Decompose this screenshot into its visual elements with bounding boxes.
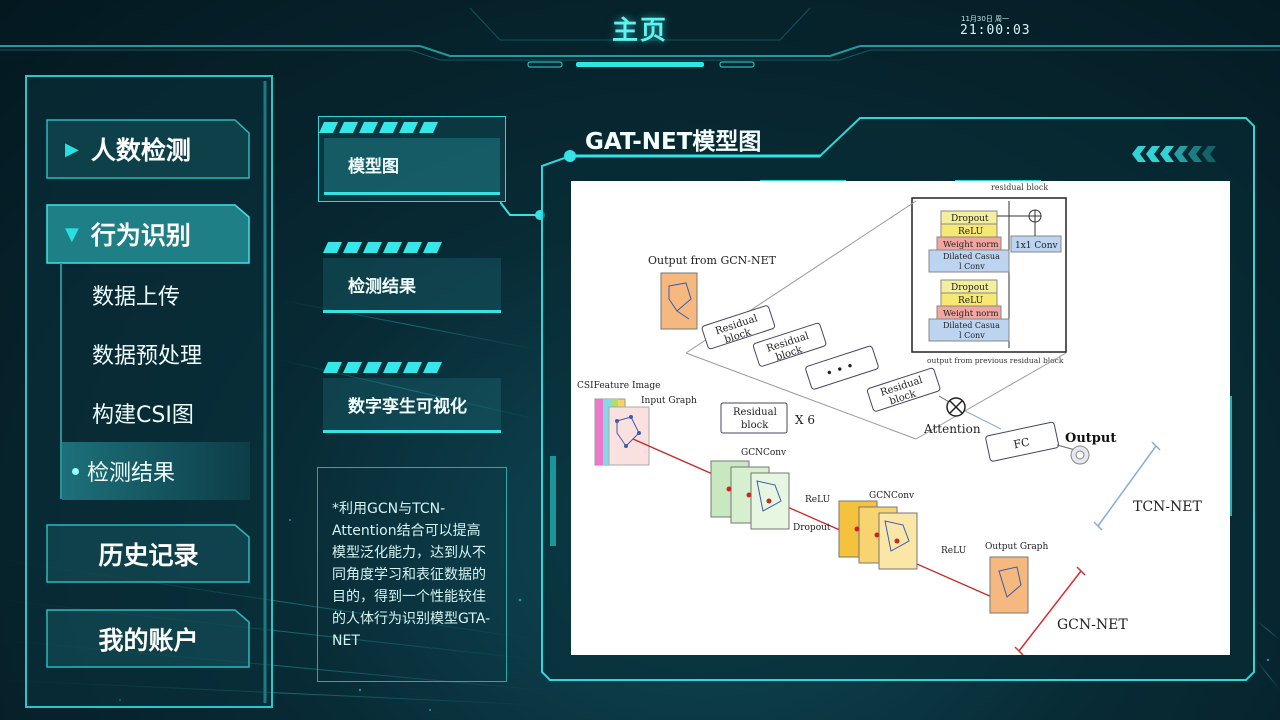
panel-title: GAT-NET模型图 [585, 129, 762, 155]
top-header: 主页 11月30日 周一 21:00:03 [0, 0, 1280, 72]
dropout-lower-label: Dropout [793, 523, 831, 533]
gcnconv-label: GCNConv [741, 448, 787, 458]
residual-label-2: block [741, 420, 769, 431]
relu-lower-label: ReLU [941, 546, 967, 556]
tab-frame [323, 242, 501, 313]
input-graph-label: Input Graph [641, 396, 697, 406]
clock-time: 21:00:03 [960, 23, 1031, 38]
x6-label: X 6 [795, 413, 815, 427]
dilated-conv-label-2: l Conv [959, 331, 985, 340]
csi-feature-label: CSIFeature Image [577, 381, 661, 391]
triangle-down-icon: ▼ [65, 223, 79, 245]
menu-account-label: 我的账户 [98, 626, 199, 655]
weight-norm-label: Weight norm [943, 309, 999, 319]
date-label: 11月30日 周一 [961, 15, 1010, 23]
sidebar: ▶ 人数检测 ▼ 行为识别 数据上传 数据预处理 构建CSI图 检测结果 历史记… [25, 75, 273, 711]
dropout-label: Dropout [951, 214, 989, 224]
menu-behavior-recognition[interactable]: ▼ 行为识别 [47, 205, 250, 263]
submenu-label: 数据预处理 [92, 344, 203, 369]
dilated-conv-label-2: l Conv [959, 262, 985, 271]
tcn-net-label: TCN-NET [1133, 499, 1203, 515]
tab-model-diagram[interactable]: 模型图 [318, 116, 506, 202]
header-frame [0, 7, 1280, 68]
attention-label: Attention [923, 422, 981, 436]
tab-label: 数字孪生可视化 [348, 397, 467, 417]
play-arrow-icon: ▶ [65, 138, 79, 160]
gcn-net-label: GCN-NET [1057, 617, 1128, 633]
model-diagram-image: residual block Dropout ReLU Weight norm … [571, 181, 1230, 655]
submenu-data-upload[interactable]: 数据上传 [62, 266, 250, 324]
tab-digital-twin[interactable]: 数字孪生可视化 [318, 356, 506, 442]
dilated-conv-label: Dilated Casua [943, 252, 1000, 261]
menu-behavior-label: 行为识别 [90, 221, 191, 250]
gat-net-diagram: residual block Dropout ReLU Weight norm … [577, 183, 1203, 655]
sidebar-button-shapes [46, 119, 250, 668]
submenu-label: 数据上传 [92, 285, 181, 310]
dropout-label: Dropout [951, 283, 989, 293]
page-title: 主页 [611, 16, 668, 46]
fc-label: FC [1012, 435, 1030, 451]
gcnconv-label: GCNConv [869, 491, 915, 501]
tab-detection-result[interactable]: 检测结果 [318, 236, 506, 322]
dilated-conv-label: Dilated Casua [943, 321, 1000, 330]
description-box: *利用GCN与TCN-Attention结合可以提高模型泛化能力，达到从不同角度… [317, 467, 507, 682]
output-graph-label: Output Graph [985, 542, 1048, 552]
submenu-label: 构建CSI图 [92, 403, 194, 428]
prev-block-caption: output from previous residual block [927, 356, 1064, 365]
tab-label: 模型图 [348, 157, 399, 177]
output-gcn-label: Output from GCN-NET [648, 254, 777, 267]
tab-frame [323, 362, 501, 433]
menu-history-label: 历史记录 [98, 541, 199, 570]
residual-label: Residual [733, 407, 777, 418]
tab-frame [318, 116, 506, 202]
active-dot-icon [72, 467, 79, 475]
menu-people-count-label: 人数检测 [90, 136, 191, 165]
menu-history[interactable]: 历史记录 [47, 525, 250, 583]
submenu-detection-result[interactable]: 检测结果 [62, 442, 250, 500]
weight-norm-label: Weight norm [943, 240, 999, 250]
submenu-data-preprocess[interactable]: 数据预处理 [62, 325, 250, 383]
relu-lower-label: ReLU [805, 495, 831, 505]
output-label: Output [1065, 431, 1116, 446]
relu-label: ReLU [958, 227, 984, 237]
tab-label: 检测结果 [348, 277, 416, 297]
residual-block-caption: residual block [991, 183, 1048, 192]
submenu-label: 检测结果 [87, 461, 176, 486]
conv1x1-label: 1x1 Conv [1015, 241, 1058, 251]
relu-label: ReLU [958, 296, 984, 306]
menu-people-count[interactable]: ▶ 人数检测 [47, 120, 250, 178]
submenu-build-csi-graph[interactable]: 构建CSI图 [62, 384, 250, 442]
menu-my-account[interactable]: 我的账户 [47, 610, 250, 668]
